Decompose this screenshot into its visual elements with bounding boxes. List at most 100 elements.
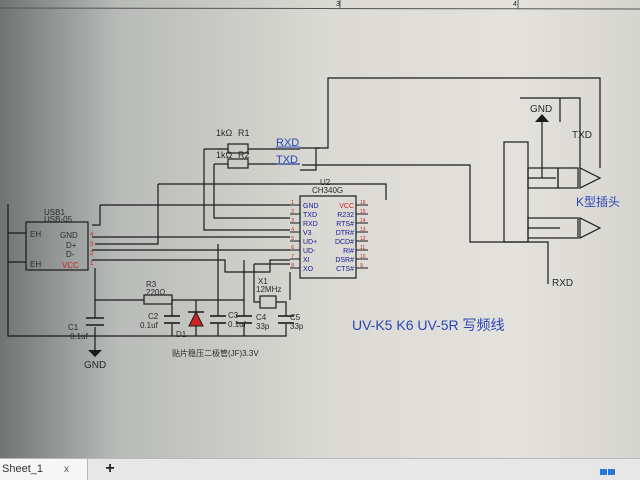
ic-pin-name: VCC	[339, 203, 354, 210]
c4-value: 33p	[256, 322, 270, 331]
r2-value: 1kΩ	[216, 150, 233, 160]
ic-pin-name: GND	[303, 203, 319, 210]
plug-rxd-label: RXD	[552, 278, 573, 289]
ic-ch340g[interactable]	[299, 195, 357, 279]
ic-pin-number: 12	[360, 236, 366, 242]
ic-pin-name: DTR#	[336, 230, 354, 237]
close-icon[interactable]: x	[64, 464, 69, 475]
resistor-r3[interactable]	[143, 294, 173, 305]
ruler-mark-4: 4	[513, 1, 517, 8]
ic-pin-number: 11	[360, 245, 365, 251]
sheet-border-top	[0, 7, 640, 10]
usb-pin-dplus: D+	[66, 241, 77, 250]
c5-value: 33p	[290, 322, 304, 331]
ic-pin-number: 8	[291, 263, 294, 269]
ic-pin-number: 7	[291, 254, 294, 260]
plug-txd-label: TXD	[572, 130, 592, 141]
ruler-mark-3: 3	[336, 1, 340, 8]
k-plug-pin-2	[527, 217, 579, 239]
usb-pin-number: 3	[90, 242, 94, 248]
r3-ref: R3	[146, 280, 157, 289]
usb-pin-vcc: VCC	[62, 261, 79, 270]
ic-pin-name: DCD#	[335, 239, 354, 246]
plug-title: K型插头	[576, 195, 620, 209]
usb-pin-number: 1	[90, 261, 94, 267]
windows-logo-icon	[600, 463, 634, 477]
c3-value: 0.1uf	[228, 320, 247, 329]
r1-ref: R1	[238, 128, 250, 138]
d1-note: 贴片稳压二极管(JF)3.3V	[172, 348, 259, 358]
ic-pin-name: CTS#	[336, 266, 354, 273]
schematic-canvas[interactable]: 3 4	[0, 0, 640, 458]
ic-pin-name: UD-	[303, 248, 316, 255]
ic-pin-name: XI	[303, 257, 310, 264]
ic-pin-number: 3	[291, 218, 294, 224]
ic-pin-name: R232	[337, 212, 354, 219]
ic-pin-name: DSR#	[335, 257, 354, 264]
resistor-r2[interactable]	[227, 158, 249, 169]
ground-label-left: GND	[84, 360, 106, 371]
r3-value: 220Ω	[146, 288, 165, 297]
c4-ref: C4	[256, 313, 267, 322]
usb-pin-dminus: D-	[66, 250, 75, 259]
ic-pin-name: RI#	[343, 248, 354, 255]
ic-pin-name: TXD	[303, 212, 317, 219]
k-plug-tip-arrow	[579, 167, 602, 189]
ic-pin-number: 1	[291, 200, 294, 206]
resistor-r1[interactable]	[227, 143, 249, 154]
d1-ref: D1	[176, 330, 187, 339]
usb-shell-eh: EH	[30, 260, 41, 269]
crystal-value: 12MHz	[256, 285, 281, 294]
usb-connector[interactable]	[25, 221, 89, 271]
ic-pin-number: 4	[291, 227, 294, 233]
ic-pin-name: RTS#	[336, 221, 354, 228]
c3-ref: C3	[228, 311, 239, 320]
ic-pin-name: RXD	[303, 221, 318, 228]
net-label-rxd: RXD	[276, 137, 299, 149]
usb-ref: USB1	[44, 208, 65, 217]
usb-part: USB-05	[44, 215, 73, 224]
tab-label: Sheet_1	[2, 463, 43, 475]
net-label-txd: TXD	[276, 154, 298, 166]
usb-pin-number: 4	[90, 232, 94, 238]
wires	[7, 77, 601, 350]
usb-pin-number: 2	[90, 251, 94, 257]
c1-ref: C1	[68, 323, 79, 332]
ground-label-top: GND	[530, 104, 552, 115]
ic-pin-number: 16	[360, 200, 366, 206]
schematic-title: UV-K5 K6 UV-5R 写频线	[352, 317, 505, 333]
ic-pin-number: 14	[360, 218, 366, 224]
k-plug-body[interactable]	[503, 141, 529, 243]
usb-shell-eh: EH	[30, 230, 41, 239]
crystal-x1[interactable]	[259, 295, 277, 309]
r2-ref: R2	[238, 150, 250, 160]
c1-value: 0.1uf	[70, 332, 89, 341]
ic-pin-number: 2	[291, 209, 294, 215]
ground-symbol	[88, 350, 102, 357]
capacitor-plates	[86, 315, 294, 326]
ic-pin-number: 13	[360, 227, 366, 233]
r1-value: 1kΩ	[216, 128, 233, 138]
crystal-ref: X1	[258, 277, 268, 286]
add-sheet-button[interactable]: +	[105, 460, 115, 477]
tab-sheet-1[interactable]: Sheet_1 x	[0, 459, 88, 480]
usb-pin-gnd: GND	[60, 231, 78, 240]
schematic-drawing: 3 4	[0, 0, 640, 371]
zener-diode-d1[interactable]	[188, 310, 204, 327]
ic-pin-name: XO	[303, 266, 314, 273]
c5-ref: C5	[290, 313, 301, 322]
ic-pin-name: UD+	[303, 239, 317, 246]
k-plug-pin-1-tip	[557, 167, 579, 189]
ic-part: CH340G	[312, 186, 343, 195]
c2-ref: C2	[148, 312, 159, 321]
ic-pin-name: V3	[303, 230, 312, 237]
sheet-tab-bar: Sheet_1 x +	[0, 458, 640, 480]
ic-pin-number: 5	[291, 236, 294, 242]
ground-symbol	[535, 114, 549, 122]
ic-ref: U2	[320, 178, 331, 187]
c2-value: 0.1uf	[140, 321, 159, 330]
ic-pin-number: 6	[291, 245, 294, 251]
k-plug-tip-arrow	[579, 217, 602, 239]
